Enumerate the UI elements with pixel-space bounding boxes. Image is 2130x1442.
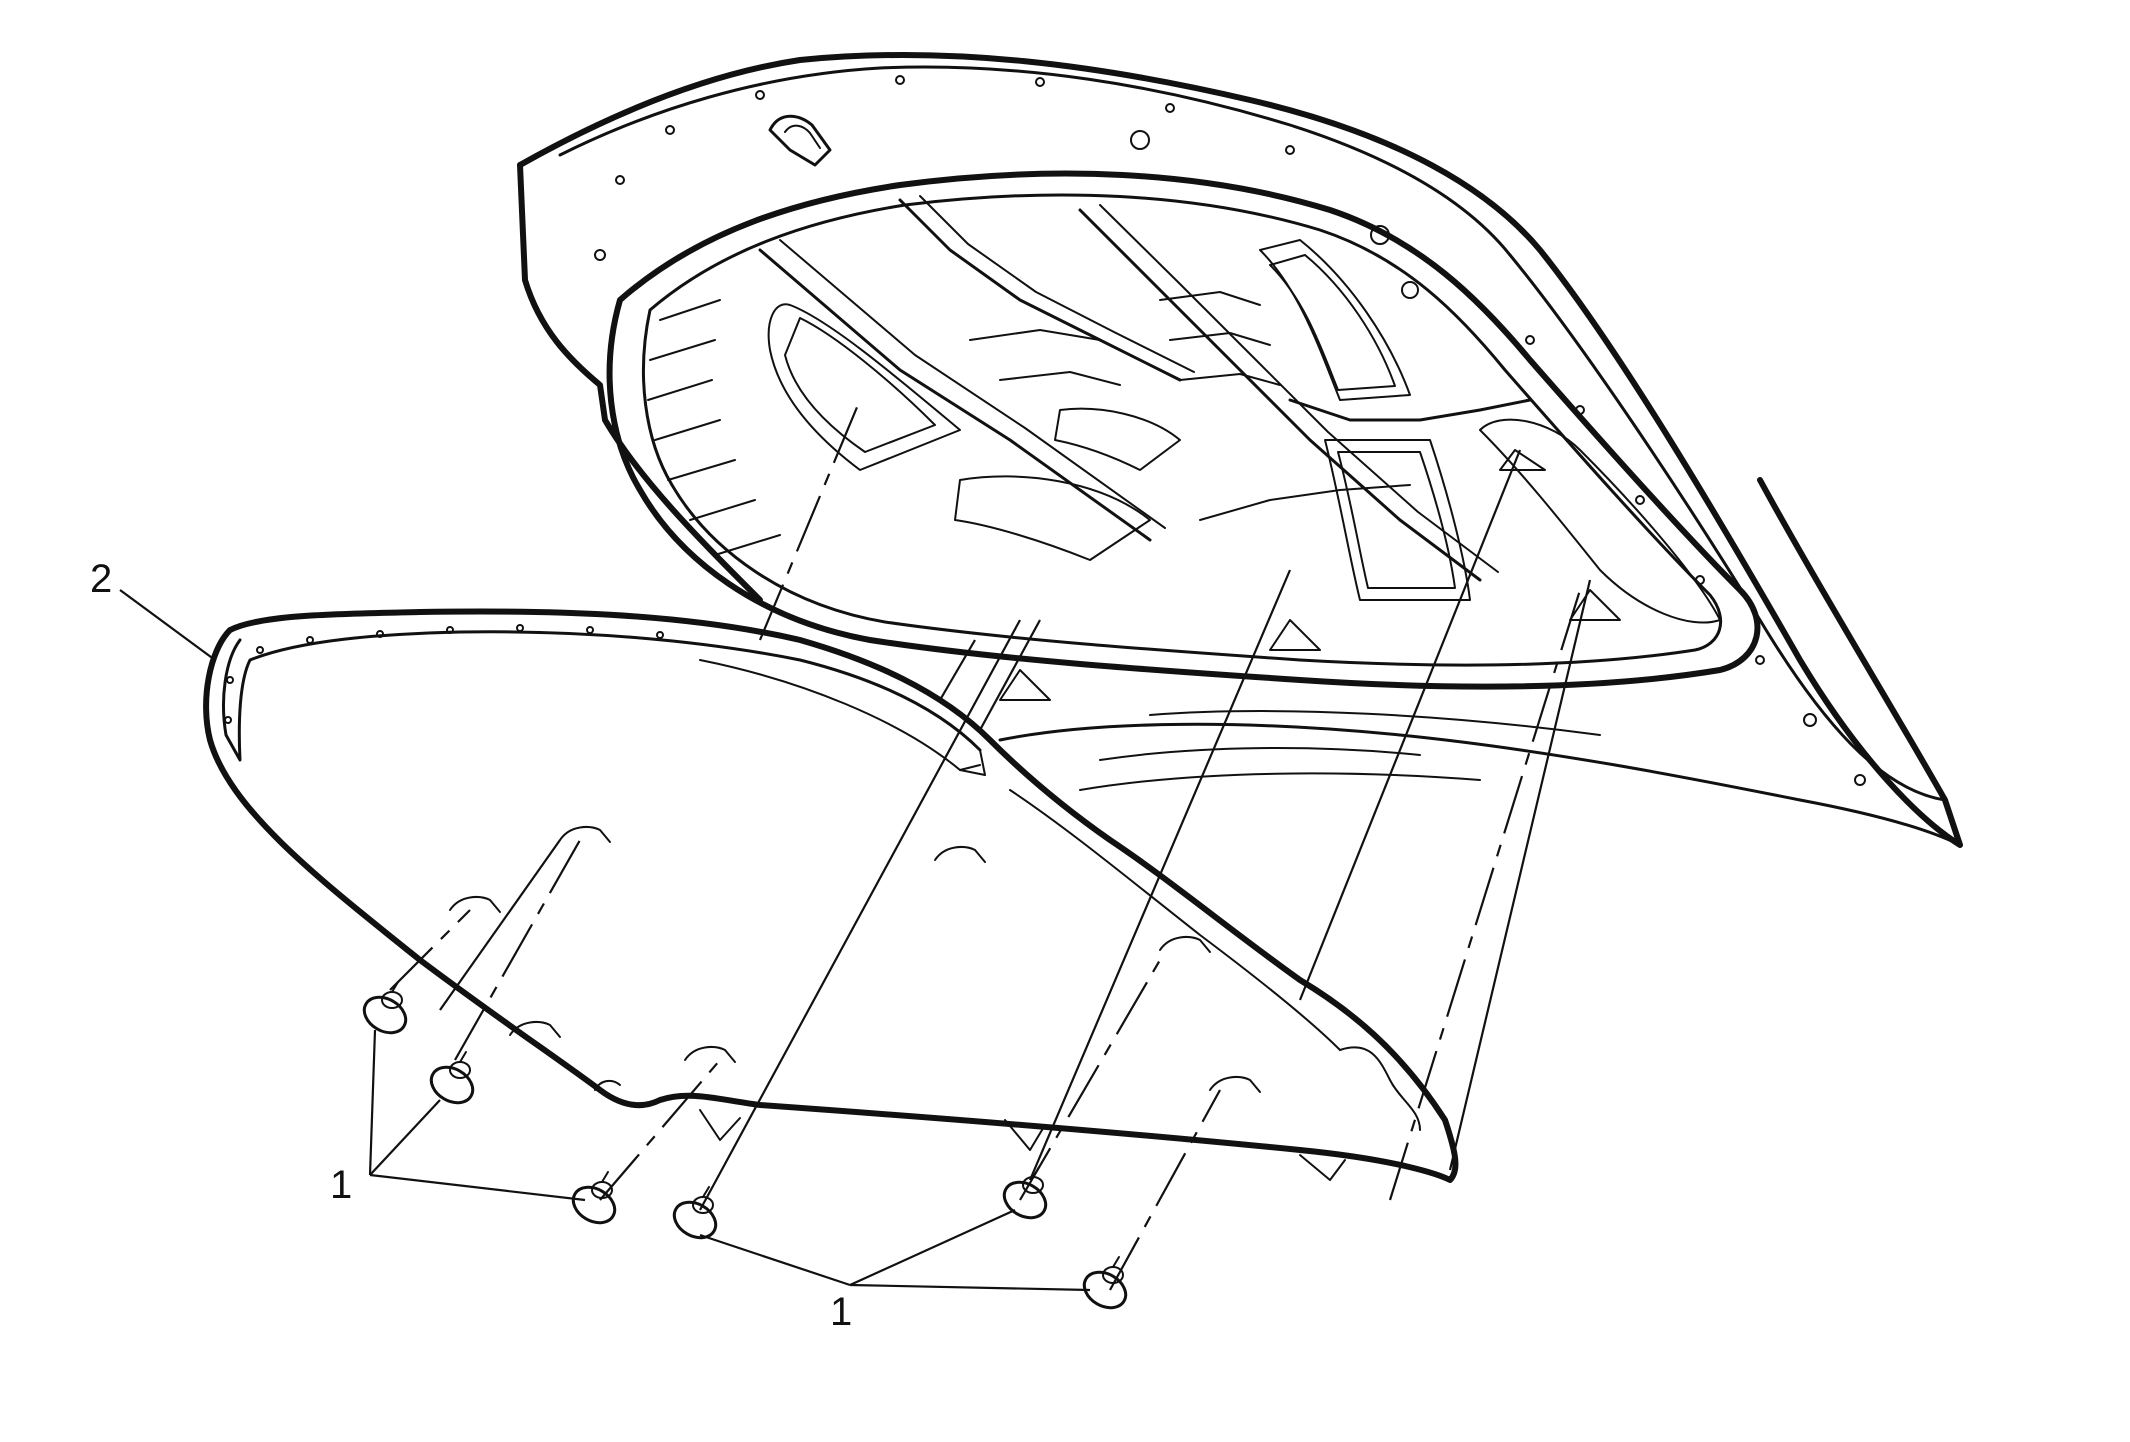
retainer-hole <box>1209 1076 1261 1093</box>
retainer <box>362 981 408 1035</box>
retainer <box>672 1186 718 1240</box>
hood-inner-frame <box>606 170 1761 690</box>
retainer <box>1002 1166 1048 1220</box>
hood-top-flange <box>558 65 1512 257</box>
hood-outer-edge <box>517 51 1963 848</box>
hood-cutout <box>767 303 961 471</box>
hood-right-flange <box>1508 253 1947 802</box>
retainer-hole <box>559 826 611 843</box>
retainer-hole <box>449 896 501 913</box>
hood-cutout <box>1324 439 1471 601</box>
hood-striker <box>768 114 832 167</box>
hood-cutout <box>1479 418 1721 624</box>
callout-leaders <box>119 589 1091 1292</box>
retainer-hole <box>509 1021 561 1038</box>
insulator-outline <box>203 608 1459 1183</box>
alignment-lines <box>389 399 1621 1291</box>
retainer-hole <box>1159 936 1211 953</box>
callout-label-insulator: 2 <box>90 557 112 601</box>
retainer-hole <box>684 1046 736 1063</box>
hood-rib <box>758 248 1152 542</box>
retainer-hole <box>934 846 986 863</box>
retainer <box>1082 1256 1128 1310</box>
insulator-inner-lip <box>222 630 982 762</box>
callout-label-retainer: 1 <box>830 1290 852 1334</box>
hood-insulator <box>203 608 1459 1183</box>
retainer-group <box>362 981 1128 1310</box>
retainer <box>571 1171 617 1225</box>
hood-panel <box>517 51 1963 848</box>
hood-rib <box>898 198 1182 382</box>
retainer <box>429 1051 475 1105</box>
hood-left-edge <box>517 162 763 603</box>
callout-label-retainer: 1 <box>330 1163 352 1207</box>
hood-front-edge <box>998 722 1962 847</box>
hood-cutout <box>1259 239 1411 401</box>
hood-rib <box>1078 208 1482 582</box>
